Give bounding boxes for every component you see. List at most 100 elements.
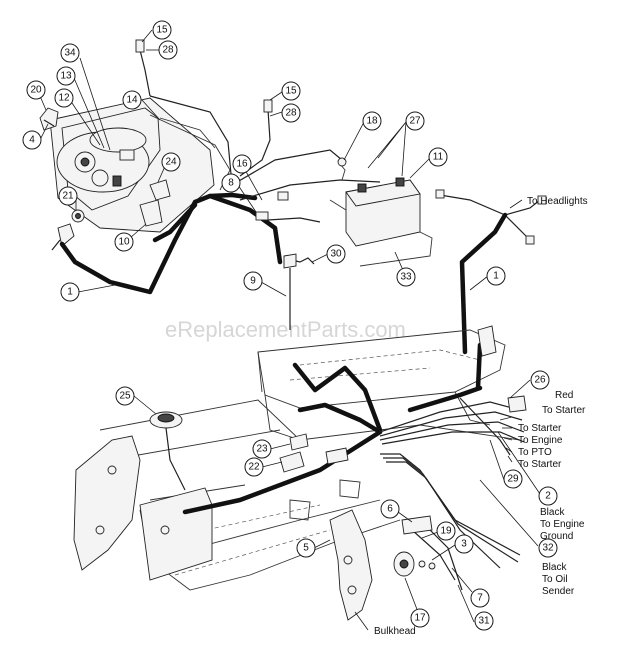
text-labels: To Headlights Red To Starter To Starter … [374, 196, 588, 637]
callout-5: 5 [296, 538, 316, 558]
callout-26: 26 [530, 370, 550, 390]
label-red: Red [555, 390, 573, 401]
svg-text:1: 1 [493, 271, 499, 282]
svg-text:18: 18 [366, 116, 378, 127]
label-black-b: Black [542, 562, 567, 573]
callout-11: 11 [428, 147, 448, 167]
svg-text:5: 5 [303, 543, 309, 554]
svg-text:23: 23 [256, 444, 268, 455]
battery [329, 157, 433, 267]
callouts: 15 28 34 13 20 12 14 4 15 28 18 27 11 16… [22, 20, 558, 631]
svg-text:24: 24 [165, 157, 177, 168]
callout-3: 3 [454, 534, 474, 554]
callout-1: 1 [486, 266, 506, 286]
label-to-oil-1: To Oil [542, 574, 568, 585]
label-to-oil-2: Sender [542, 586, 575, 597]
callout-32: 32 [538, 538, 558, 558]
svg-text:6: 6 [387, 504, 393, 515]
callout-30: 30 [326, 244, 346, 264]
svg-text:33: 33 [400, 272, 412, 283]
pto-switch-parts [279, 433, 349, 473]
starter-connector [477, 325, 527, 413]
label-bulkhead: Bulkhead [374, 626, 416, 637]
svg-text:3: 3 [461, 539, 467, 550]
label-black-a: Black [540, 507, 565, 518]
callout-1: 1 [60, 282, 80, 302]
svg-text:28: 28 [162, 45, 174, 56]
headlight-harness [435, 189, 547, 355]
callout-6: 6 [380, 499, 400, 519]
callout-27: 27 [405, 111, 425, 131]
callout-4: 4 [22, 130, 42, 150]
svg-text:16: 16 [236, 159, 248, 170]
label-to-starter-c: To Starter [518, 459, 562, 470]
callout-28: 28 [158, 40, 178, 60]
callout-31: 31 [474, 611, 494, 631]
callout-20: 20 [26, 80, 46, 100]
label-to-starter-a: To Starter [542, 405, 586, 416]
svg-text:11: 11 [433, 152, 444, 163]
svg-text:14: 14 [126, 95, 138, 106]
callout-28: 28 [281, 103, 301, 123]
watermark: eReplacementParts.com [165, 317, 406, 342]
callout-15: 15 [152, 20, 172, 40]
svg-text:28: 28 [285, 108, 297, 119]
label-to-engine-ground-1: To Engine [540, 519, 585, 530]
svg-text:2: 2 [545, 491, 551, 502]
callout-2: 2 [538, 486, 558, 506]
callout-15: 15 [281, 81, 301, 101]
leader-lines [39, 29, 541, 631]
svg-text:19: 19 [440, 526, 452, 537]
ignition-parts [39, 107, 171, 251]
svg-text:21: 21 [62, 191, 74, 202]
svg-text:17: 17 [414, 613, 426, 624]
callout-22: 22 [244, 457, 264, 477]
callout-25: 25 [115, 386, 135, 406]
callout-19: 19 [436, 521, 456, 541]
callout-34: 34 [60, 43, 80, 63]
callout-24: 24 [161, 152, 181, 172]
callout-16: 16 [232, 154, 252, 174]
label-to-pto: To PTO [518, 447, 552, 458]
callout-14: 14 [122, 90, 142, 110]
svg-text:25: 25 [119, 391, 131, 402]
svg-text:20: 20 [30, 85, 42, 96]
callout-21: 21 [58, 186, 78, 206]
lower-harness [182, 342, 525, 591]
svg-text:34: 34 [64, 48, 76, 59]
svg-text:8: 8 [228, 178, 234, 189]
label-to-headlights: To Headlights [527, 196, 588, 207]
svg-text:15: 15 [156, 25, 168, 36]
callout-12: 12 [54, 88, 74, 108]
connectors-center [283, 253, 315, 330]
upper-wires [135, 39, 381, 223]
callout-17: 17 [410, 608, 430, 628]
svg-text:7: 7 [477, 593, 483, 604]
seat-switch [149, 411, 186, 491]
svg-text:13: 13 [60, 71, 72, 82]
callout-33: 33 [396, 267, 416, 287]
svg-text:4: 4 [29, 135, 35, 146]
svg-text:9: 9 [250, 276, 256, 287]
svg-text:22: 22 [248, 462, 260, 473]
label-to-starter-b: To Starter [518, 423, 562, 434]
callout-7: 7 [470, 588, 490, 608]
svg-text:10: 10 [118, 237, 130, 248]
callout-13: 13 [56, 66, 76, 86]
left-side-panel [73, 435, 213, 581]
label-to-engine: To Engine [518, 435, 563, 446]
svg-text:29: 29 [507, 474, 519, 485]
svg-text:31: 31 [478, 616, 490, 627]
callout-9: 9 [243, 271, 263, 291]
svg-text:15: 15 [285, 86, 297, 97]
callout-10: 10 [114, 232, 134, 252]
callout-8: 8 [221, 173, 241, 193]
svg-text:26: 26 [534, 375, 546, 386]
svg-text:12: 12 [58, 93, 70, 104]
oil-sender-assembly [329, 509, 436, 621]
svg-text:27: 27 [409, 116, 421, 127]
svg-text:30: 30 [330, 249, 342, 260]
callout-23: 23 [252, 439, 272, 459]
callout-29: 29 [503, 469, 523, 489]
